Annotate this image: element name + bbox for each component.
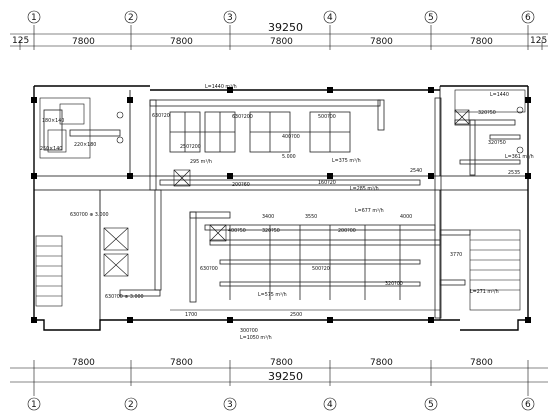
- note-duct-a: 250?200: [180, 144, 201, 150]
- note-d3550: 3550: [305, 214, 317, 220]
- bay-dim-top-4: 7800: [370, 37, 393, 47]
- note-duct-top-left: 630?20: [152, 113, 170, 119]
- note-flow-right: L=361 m³/h: [505, 154, 534, 160]
- stair-elevator-core: [35, 89, 526, 311]
- note-d220: 220×180: [74, 142, 96, 148]
- bay-dim-bottom-5: 7800: [470, 358, 493, 368]
- note-duct-j: 400?50: [228, 228, 246, 234]
- note-d1700: 1700: [185, 312, 197, 318]
- note-duct-f: 200?60: [232, 182, 250, 188]
- bottom-dimension-chain: [10, 360, 548, 396]
- axis-label-top-6: 6: [525, 13, 531, 23]
- note-duct-o: 320?00: [385, 281, 403, 287]
- axis-label-top-5: 5: [428, 13, 434, 23]
- note-d3770: 3770: [450, 252, 462, 258]
- note-d2500: 2500: [290, 312, 302, 318]
- total-dimension-bottom: 39250: [268, 370, 303, 383]
- axis-label-top-4: 4: [327, 13, 333, 23]
- note-duct-e: 5.000: [282, 154, 296, 160]
- note-dim-right: 2535: [508, 170, 520, 176]
- duct-network: [43, 97, 521, 319]
- note-duct-c: 500?00: [318, 114, 336, 120]
- bay-dim-bottom-4: 7800: [370, 358, 393, 368]
- bay-dim-top-3: 7800: [270, 37, 293, 47]
- note-bottom-duct: 300?00: [240, 328, 258, 334]
- note-duct-k: 320?50: [262, 228, 280, 234]
- axis-label-bottom-4: 4: [327, 400, 333, 410]
- note-duct-left-low: 630?00 ⊕ 3.000: [105, 294, 144, 300]
- axis-label-bottom-3: 3: [227, 400, 233, 410]
- axis-label-top-1: 1: [31, 13, 37, 23]
- note-duct-left: 630?00 ⊕ 3.000: [70, 212, 109, 218]
- note-d2540: 2540: [410, 168, 422, 174]
- axis-markers-bottom: [27, 397, 535, 411]
- bay-dim-bottom-2: 7800: [170, 358, 193, 368]
- axis-label-bottom-1: 1: [31, 400, 37, 410]
- note-d250: 250×140: [40, 146, 62, 152]
- note-duct-d: 400?00: [282, 134, 300, 140]
- note-airflow-top-right: L=1440: [490, 92, 509, 98]
- note-flow-right-low: L=271 m³/h: [470, 289, 499, 295]
- duct-annotations: L=1440 m³/h 630?20 250?200 295 m³/h 630?…: [40, 84, 534, 341]
- axis-label-bottom-2: 2: [128, 400, 134, 410]
- note-flow-mid2: L=285 m³/h: [350, 186, 379, 192]
- axis-label-bottom-6: 6: [525, 400, 531, 410]
- note-d3400: 3400: [262, 214, 274, 220]
- note-duct-i: 320?50: [488, 140, 506, 146]
- edge-dim-right-top: 125: [530, 36, 547, 46]
- axis-markers-top: [27, 10, 535, 24]
- bay-dim-top-5: 7800: [470, 37, 493, 47]
- note-airflow-top-left: L=1440 m³/h: [205, 84, 237, 90]
- bay-dim-bottom-1: 7800: [72, 358, 95, 368]
- bay-dim-top-1: 7800: [72, 37, 95, 47]
- note-duct-l: 200?00: [338, 228, 356, 234]
- note-d180: 180×140: [42, 118, 64, 124]
- structural-columns: [31, 87, 531, 323]
- note-flow-left: 295 m³/h: [190, 159, 212, 165]
- note-duct-h: 320?50: [478, 110, 496, 116]
- note-flow-low: L=575 m³/h: [258, 292, 287, 298]
- air-diffusers: [116, 106, 524, 242]
- note-duct-b: 630?200: [232, 114, 253, 120]
- note-duct-g: 160?20: [318, 180, 336, 186]
- axis-label-top-2: 2: [128, 13, 134, 23]
- axis-label-bottom-5: 5: [428, 400, 434, 410]
- note-bottom-flow: L=1050 m³/h: [240, 335, 272, 341]
- note-flow-mid-lower: L=677 m³/h: [355, 208, 384, 214]
- axis-label-top-3: 3: [227, 13, 233, 23]
- edge-dim-left-top: 125: [12, 36, 29, 46]
- top-dimension-chain: [10, 25, 548, 50]
- building-walls: [33, 85, 529, 331]
- note-flow-mid: L=375 m³/h: [332, 158, 361, 164]
- bay-dim-top-2: 7800: [170, 37, 193, 47]
- bay-dim-bottom-3: 7800: [270, 358, 293, 368]
- total-dimension-top: 39250: [268, 21, 303, 34]
- note-duct-n: 500?20: [312, 266, 330, 272]
- note-duct-m: 630?00: [200, 266, 218, 272]
- note-d4000: 4000: [400, 214, 412, 220]
